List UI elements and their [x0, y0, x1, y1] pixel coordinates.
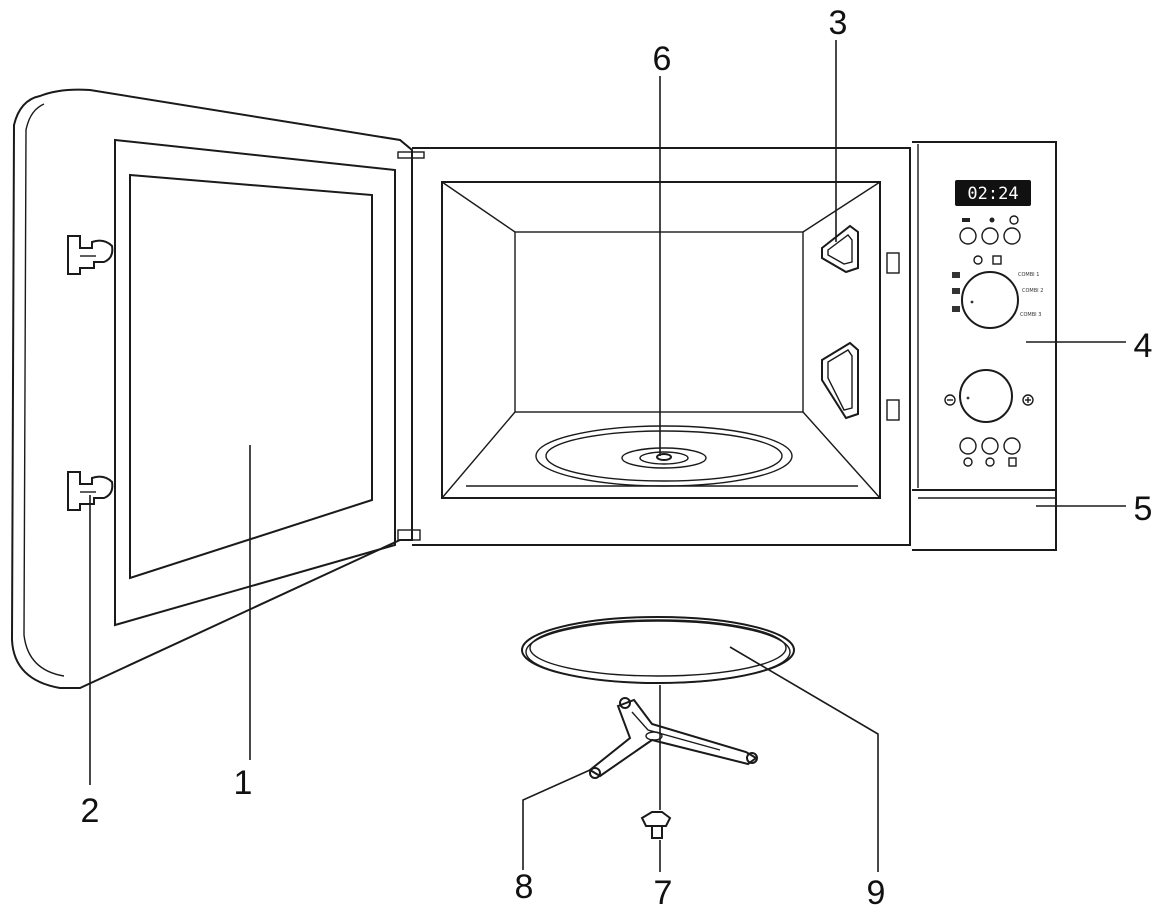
svg-text:COMBI 3: COMBI 3: [1020, 312, 1041, 318]
panel-button-5[interactable]: [981, 437, 999, 455]
door: [10, 88, 425, 689]
door-release-panel: [912, 489, 1057, 551]
callout-4: 4: [1134, 327, 1153, 365]
svg-text:COMBI 1: COMBI 1: [1018, 272, 1039, 278]
callout-8: 8: [515, 868, 534, 906]
callout-3: 3: [829, 4, 848, 42]
latch-hook-bottom: [67, 471, 114, 511]
glass-tray: [521, 616, 795, 684]
leader-lines: [89, 40, 1126, 872]
interlock-slot-bottom: [886, 399, 900, 421]
callout-9: 9: [867, 874, 886, 912]
turntable-shaft: [656, 453, 672, 461]
coupler: [640, 811, 672, 839]
panel-button-3[interactable]: [1003, 227, 1021, 245]
callout-2: 2: [81, 792, 100, 830]
panel-button-1[interactable]: [959, 227, 977, 245]
callout-1: 1: [234, 764, 253, 802]
time-dial[interactable]: [944, 369, 1034, 423]
svg-text:COMBI 2: COMBI 2: [1022, 288, 1043, 294]
oven-cavity: [441, 181, 881, 499]
bottom-buttons: [959, 437, 1021, 467]
top-buttons: [959, 215, 1021, 245]
panel-button-4[interactable]: [959, 437, 977, 455]
callout-labels: 1 2 3 4 5 6 7 8 9: [81, 4, 1153, 912]
callout-6: 6: [653, 40, 672, 78]
latch-hook-top: [67, 235, 114, 275]
callout-7: 7: [654, 874, 673, 912]
panel-button-6[interactable]: [1003, 437, 1021, 455]
panel-button-2[interactable]: [981, 227, 999, 245]
function-dial[interactable]: COMBI 1 COMBI 2 COMBI 3: [952, 255, 1043, 329]
door-latch-hooks: [67, 235, 114, 511]
waveguide-covers: [821, 224, 859, 420]
door-window: [129, 173, 373, 580]
interlock-slot-top: [886, 252, 900, 274]
display-readout: 02:24: [967, 184, 1018, 204]
control-panel: 02:24 COMBI 1 COMBI 2 COMBI 3: [912, 141, 1057, 491]
callout-5: 5: [1134, 490, 1153, 528]
time-display: [955, 180, 1031, 206]
roller-support: [588, 697, 758, 779]
cavity-turntable: [535, 425, 793, 487]
